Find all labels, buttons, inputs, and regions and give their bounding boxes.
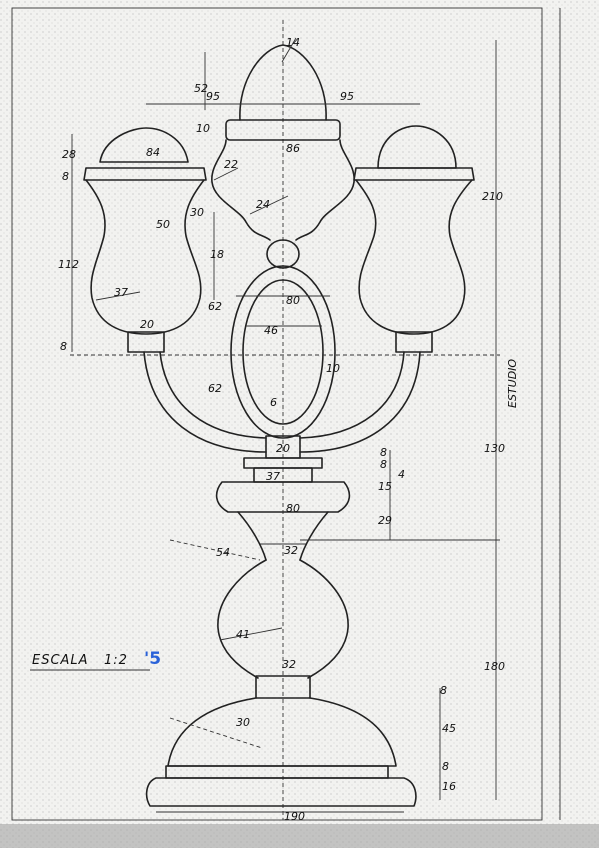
dim-base-dome-radius: 30 [236,716,250,729]
dim-left-rim: 8 [62,170,69,183]
right-socket [395,331,433,353]
dim-top-angle: 14 [286,36,300,49]
dimension-labels: 14 52 95 95 10 86 22 24 30 50 18 28 84 8… [58,36,505,823]
dim-cup-radius: 50 [156,218,170,231]
dim-left-bottom-height: 8 [60,340,67,353]
dim-neck2-width: 32 [284,544,298,557]
dim-bowl-width: 80 [286,502,300,515]
lower-collar [255,675,311,699]
dim-stem-top: 8 [380,446,387,459]
dim-oval-lower: 62 [208,382,222,395]
dim-base-step-h2: 16 [442,780,456,793]
vertical-stamp: ESTUDIO [506,359,519,408]
dim-left-body-radius: 37 [114,286,128,299]
oval-ring-outer [230,265,336,439]
dim-base-neck-width: 32 [282,658,296,671]
dim-finial-height: 52 [194,82,208,95]
dim-collar-width: 37 [266,470,280,483]
dim-half-right: 95 [340,90,354,103]
dim-center-width: 20 [276,442,290,455]
scale-value: 1:2 [104,653,128,668]
dim-oval-upper: 62 [208,300,222,313]
stem-bulb [217,559,349,679]
dim-collar-h2: 4 [398,468,405,481]
dim-base-step-h1: 8 [442,760,449,773]
left-candle-body [85,179,205,335]
dim-right-height: 210 [482,190,503,203]
dim-oval-ring: 10 [326,362,340,375]
dim-stem-mid: 8 [380,458,387,471]
finial-outline [239,44,327,121]
dimension-lines [71,37,500,813]
dim-bowl-height: 29 [378,514,392,527]
arms-outer [143,351,421,453]
base-plinth [145,777,417,807]
dim-center-small: 6 [270,396,277,409]
dim-left-top-height: 28 [62,148,76,161]
left-top-dome [99,127,189,163]
finial-cap [225,119,341,141]
dim-base-width: 190 [284,810,305,823]
dim-left-bottom-width: 20 [140,318,154,331]
stem-neck [237,511,329,561]
dim-waist-radius: 24 [256,198,270,211]
top-vase-outline [211,139,355,241]
dim-stem-height: 130 [484,442,505,455]
right-rim [353,167,475,181]
drawing-border [11,7,543,821]
dim-neck-radius: 22 [224,158,238,171]
upper-bowl [215,481,351,513]
right-candle-body [355,179,473,335]
dim-neck2-radius: 54 [216,546,230,559]
dim-bulb-radius: 41 [236,628,250,641]
oval-ring-inner [242,279,324,425]
left-rim [83,167,207,181]
dim-left-body-height: 112 [58,258,79,271]
left-socket [127,331,165,353]
dim-left-top-width: 84 [146,146,160,159]
dim-oval-inner: 46 [264,324,278,337]
arms-inner [159,351,405,439]
dim-half-left: 95 [206,90,220,103]
dim-knob-height: 18 [210,248,224,261]
scale-label: ESCALA [32,653,89,668]
bottom-shading [0,824,599,848]
right-top-dome [377,125,457,169]
central-knob [266,239,300,269]
dim-arm-radius: 30 [190,206,204,219]
dim-cap-width: 86 [286,142,300,155]
dim-lower-height: 180 [484,660,505,673]
dim-base-neck-h: 8 [440,684,447,697]
dim-base-dome-h: 45 [442,722,456,735]
dim-collar-h1: 15 [378,480,392,493]
dim-cap-height: 10 [196,122,210,135]
dim-oval-width: 80 [286,294,300,307]
scale-handwritten-note: '5 [144,649,161,669]
